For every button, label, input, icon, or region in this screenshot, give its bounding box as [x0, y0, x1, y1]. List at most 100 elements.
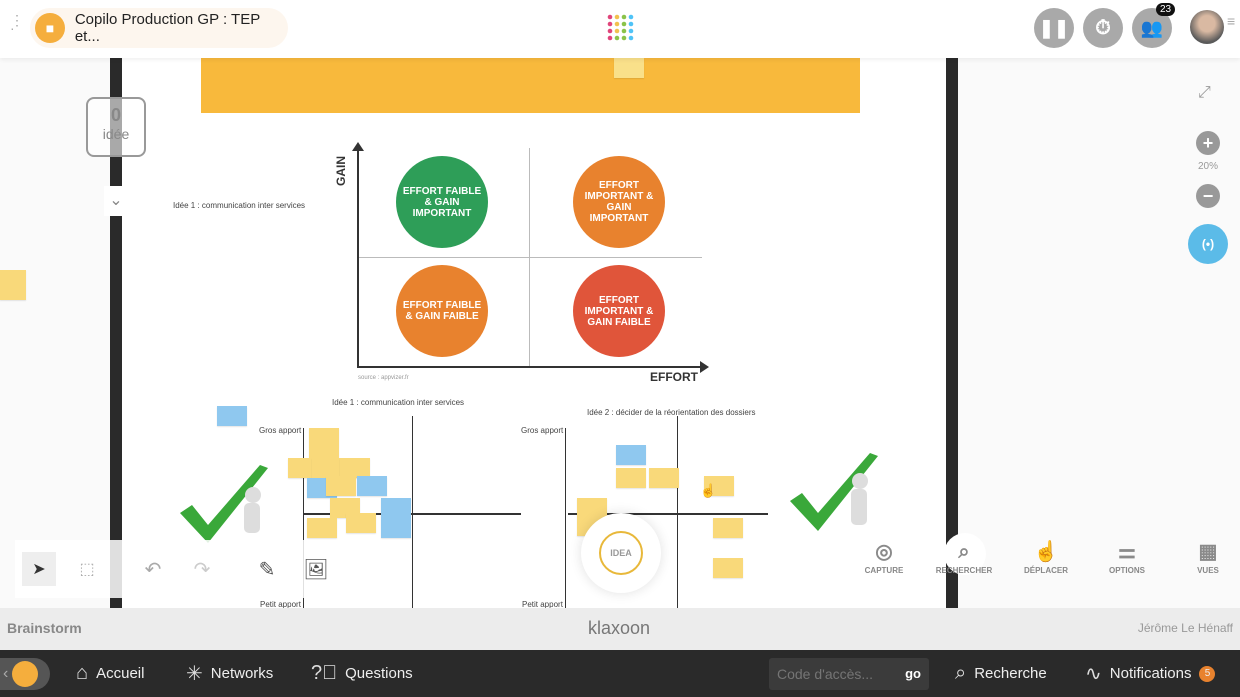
nav-home[interactable]: ⌂Accueil — [76, 650, 144, 697]
idea-button[interactable]: IDEA — [581, 513, 661, 593]
sticky-note[interactable] — [381, 518, 411, 538]
undo-icon[interactable]: ↶ — [144, 558, 162, 581]
nav-networks[interactable]: ✳Networks — [186, 650, 273, 697]
idea2-axis-h — [568, 513, 768, 515]
source-label: source : appvizer.fr — [358, 375, 409, 381]
idea1-title: Idée 1 : communication inter services — [332, 398, 465, 407]
views-tool[interactable]: ▦VUES — [1173, 538, 1240, 575]
sticky-note[interactable] — [326, 476, 356, 496]
sticky-note[interactable] — [704, 476, 734, 496]
nav-questions[interactable]: ?⃝ Questions — [311, 650, 413, 697]
question-icon: ?⃝ — [311, 662, 338, 684]
side-label: Idée 1 : communication inter services — [173, 201, 306, 210]
broadcast-button[interactable]: (•) — [1188, 224, 1228, 264]
menu-icon[interactable]: ≡ — [1227, 13, 1236, 29]
zoom-in-button[interactable]: + — [1196, 131, 1220, 155]
x-axis — [357, 366, 702, 368]
activity-wave-icon: ∿ — [1085, 663, 1102, 685]
user-avatar[interactable] — [1190, 10, 1224, 44]
image-icon[interactable]: 🖼 — [303, 558, 329, 581]
sticky-note[interactable] — [340, 458, 370, 478]
sticky-note[interactable] — [307, 518, 337, 538]
sticky-note[interactable] — [0, 270, 26, 300]
go-button[interactable]: go — [905, 666, 921, 681]
quadrant-circle: EFFORT FAIBLE & GAIN FAIBLE — [396, 265, 488, 357]
marquee-select-icon[interactable]: ⬚ — [79, 561, 95, 578]
checkmark-figure-icon — [180, 465, 268, 543]
sticky-note[interactable] — [288, 458, 318, 478]
home-icon: ⌂ — [76, 662, 89, 684]
network-icon: ✳ — [186, 663, 203, 685]
checkmark-figure-icon — [790, 453, 878, 531]
banner — [201, 58, 860, 113]
top-bar: ⋮· ■ Copilo Production GP : TEP et... ❚❚… — [0, 0, 1240, 58]
idea2-low-label: Petit apport — [522, 600, 563, 608]
select-tool-icon[interactable]: ➤ — [22, 552, 56, 586]
draw-icon[interactable]: ✎ — [258, 558, 276, 581]
search-tool-bg — [944, 533, 986, 575]
sticky-note[interactable] — [616, 468, 646, 488]
access-code-input[interactable] — [769, 658, 889, 690]
x-axis-arrow — [700, 361, 709, 373]
pause-button[interactable]: ❚❚ — [1034, 8, 1074, 48]
nav-notifications-label: Notifications — [1109, 665, 1192, 682]
timer-button[interactable]: ⏱ — [1083, 8, 1123, 48]
sticky-note[interactable] — [649, 468, 679, 488]
board-footer: Brainstorm klaxoon Jérôme Le Hénaff — [0, 608, 1240, 650]
sticky-note[interactable] — [357, 476, 387, 496]
quadrant-circle: EFFORT IMPORTANT & GAIN IMPORTANT — [573, 156, 665, 248]
idea2-title: Idée 2 : décider de la réorientation des… — [587, 408, 756, 417]
hand-pointer-icon: ☝ — [1033, 541, 1059, 563]
sticky-note[interactable] — [713, 558, 743, 578]
y-axis — [357, 146, 359, 368]
options-icon: ⚌ — [1118, 541, 1136, 563]
session-icon — [12, 661, 39, 687]
search-icon: ⌕ — [955, 662, 967, 684]
capture-tool[interactable]: ◎CAPTURE — [849, 538, 919, 575]
back-button[interactable]: ‹ — [0, 658, 50, 690]
options-tool[interactable]: ⚌ OPTIONS — [1092, 538, 1162, 575]
aperture-icon: ◎ — [875, 541, 893, 563]
more-menu-icon[interactable]: ⋮· — [10, 12, 24, 36]
move-label: DÉPLACER — [1023, 566, 1068, 575]
sticky-note[interactable] — [616, 445, 646, 465]
session-icon: ■ — [35, 13, 65, 43]
search-tool[interactable]: ⌕RECHERCHER — [929, 538, 999, 575]
sticky-note[interactable] — [713, 518, 743, 538]
board-frame-right — [946, 58, 958, 608]
apps-grid-icon[interactable] — [607, 14, 635, 42]
klaxoon-logo: klaxoon — [588, 618, 651, 638]
sticky-note[interactable] — [614, 58, 644, 78]
idea-count-label: idée — [102, 126, 130, 142]
chevron-down-icon[interactable]: ⌄ — [104, 186, 128, 216]
hand-cursor-icon: ☝ — [700, 483, 717, 498]
sticky-note[interactable] — [217, 406, 247, 426]
idea2-high-label: Gros apport — [521, 426, 564, 435]
y-axis-arrow — [352, 142, 364, 151]
drawing-toolbar — [15, 540, 345, 598]
idea1-low-label: Petit apport — [260, 600, 301, 608]
sticky-note[interactable] — [309, 428, 339, 448]
zoom-out-button[interactable]: − — [1196, 184, 1220, 208]
matrix-divider-h — [359, 257, 702, 258]
sticky-note[interactable] — [346, 513, 376, 533]
sticky-note[interactable] — [312, 458, 342, 478]
fullscreen-icon[interactable]: ⤢ — [1198, 84, 1211, 101]
session-title-chip[interactable]: ■ Copilo Production GP : TEP et... — [30, 8, 288, 48]
sticky-note[interactable] — [381, 498, 411, 518]
participants-count-badge: 23 — [1156, 3, 1176, 16]
redo-icon[interactable]: ↷ — [193, 558, 211, 581]
views-label: VUES — [1197, 566, 1219, 575]
quadrant-circle: EFFORT IMPORTANT & GAIN FAIBLE — [573, 265, 665, 357]
idea2-axis-mid — [677, 416, 678, 608]
nav-questions-label: Questions — [345, 665, 413, 682]
idea2-axis-v — [565, 428, 566, 608]
nav-search[interactable]: ⌕Recherche — [955, 650, 1047, 697]
idea1-axis-h — [303, 513, 521, 515]
options-label: OPTIONS — [1108, 566, 1145, 575]
idea-count: 0 — [110, 105, 121, 125]
move-tool[interactable]: ☝ DÉPLACER — [1011, 538, 1081, 575]
board-canvas[interactable]: 0 idée ⌄ Idée 1 : communication inter se… — [0, 58, 1240, 608]
access-code-field[interactable]: go — [769, 658, 929, 690]
